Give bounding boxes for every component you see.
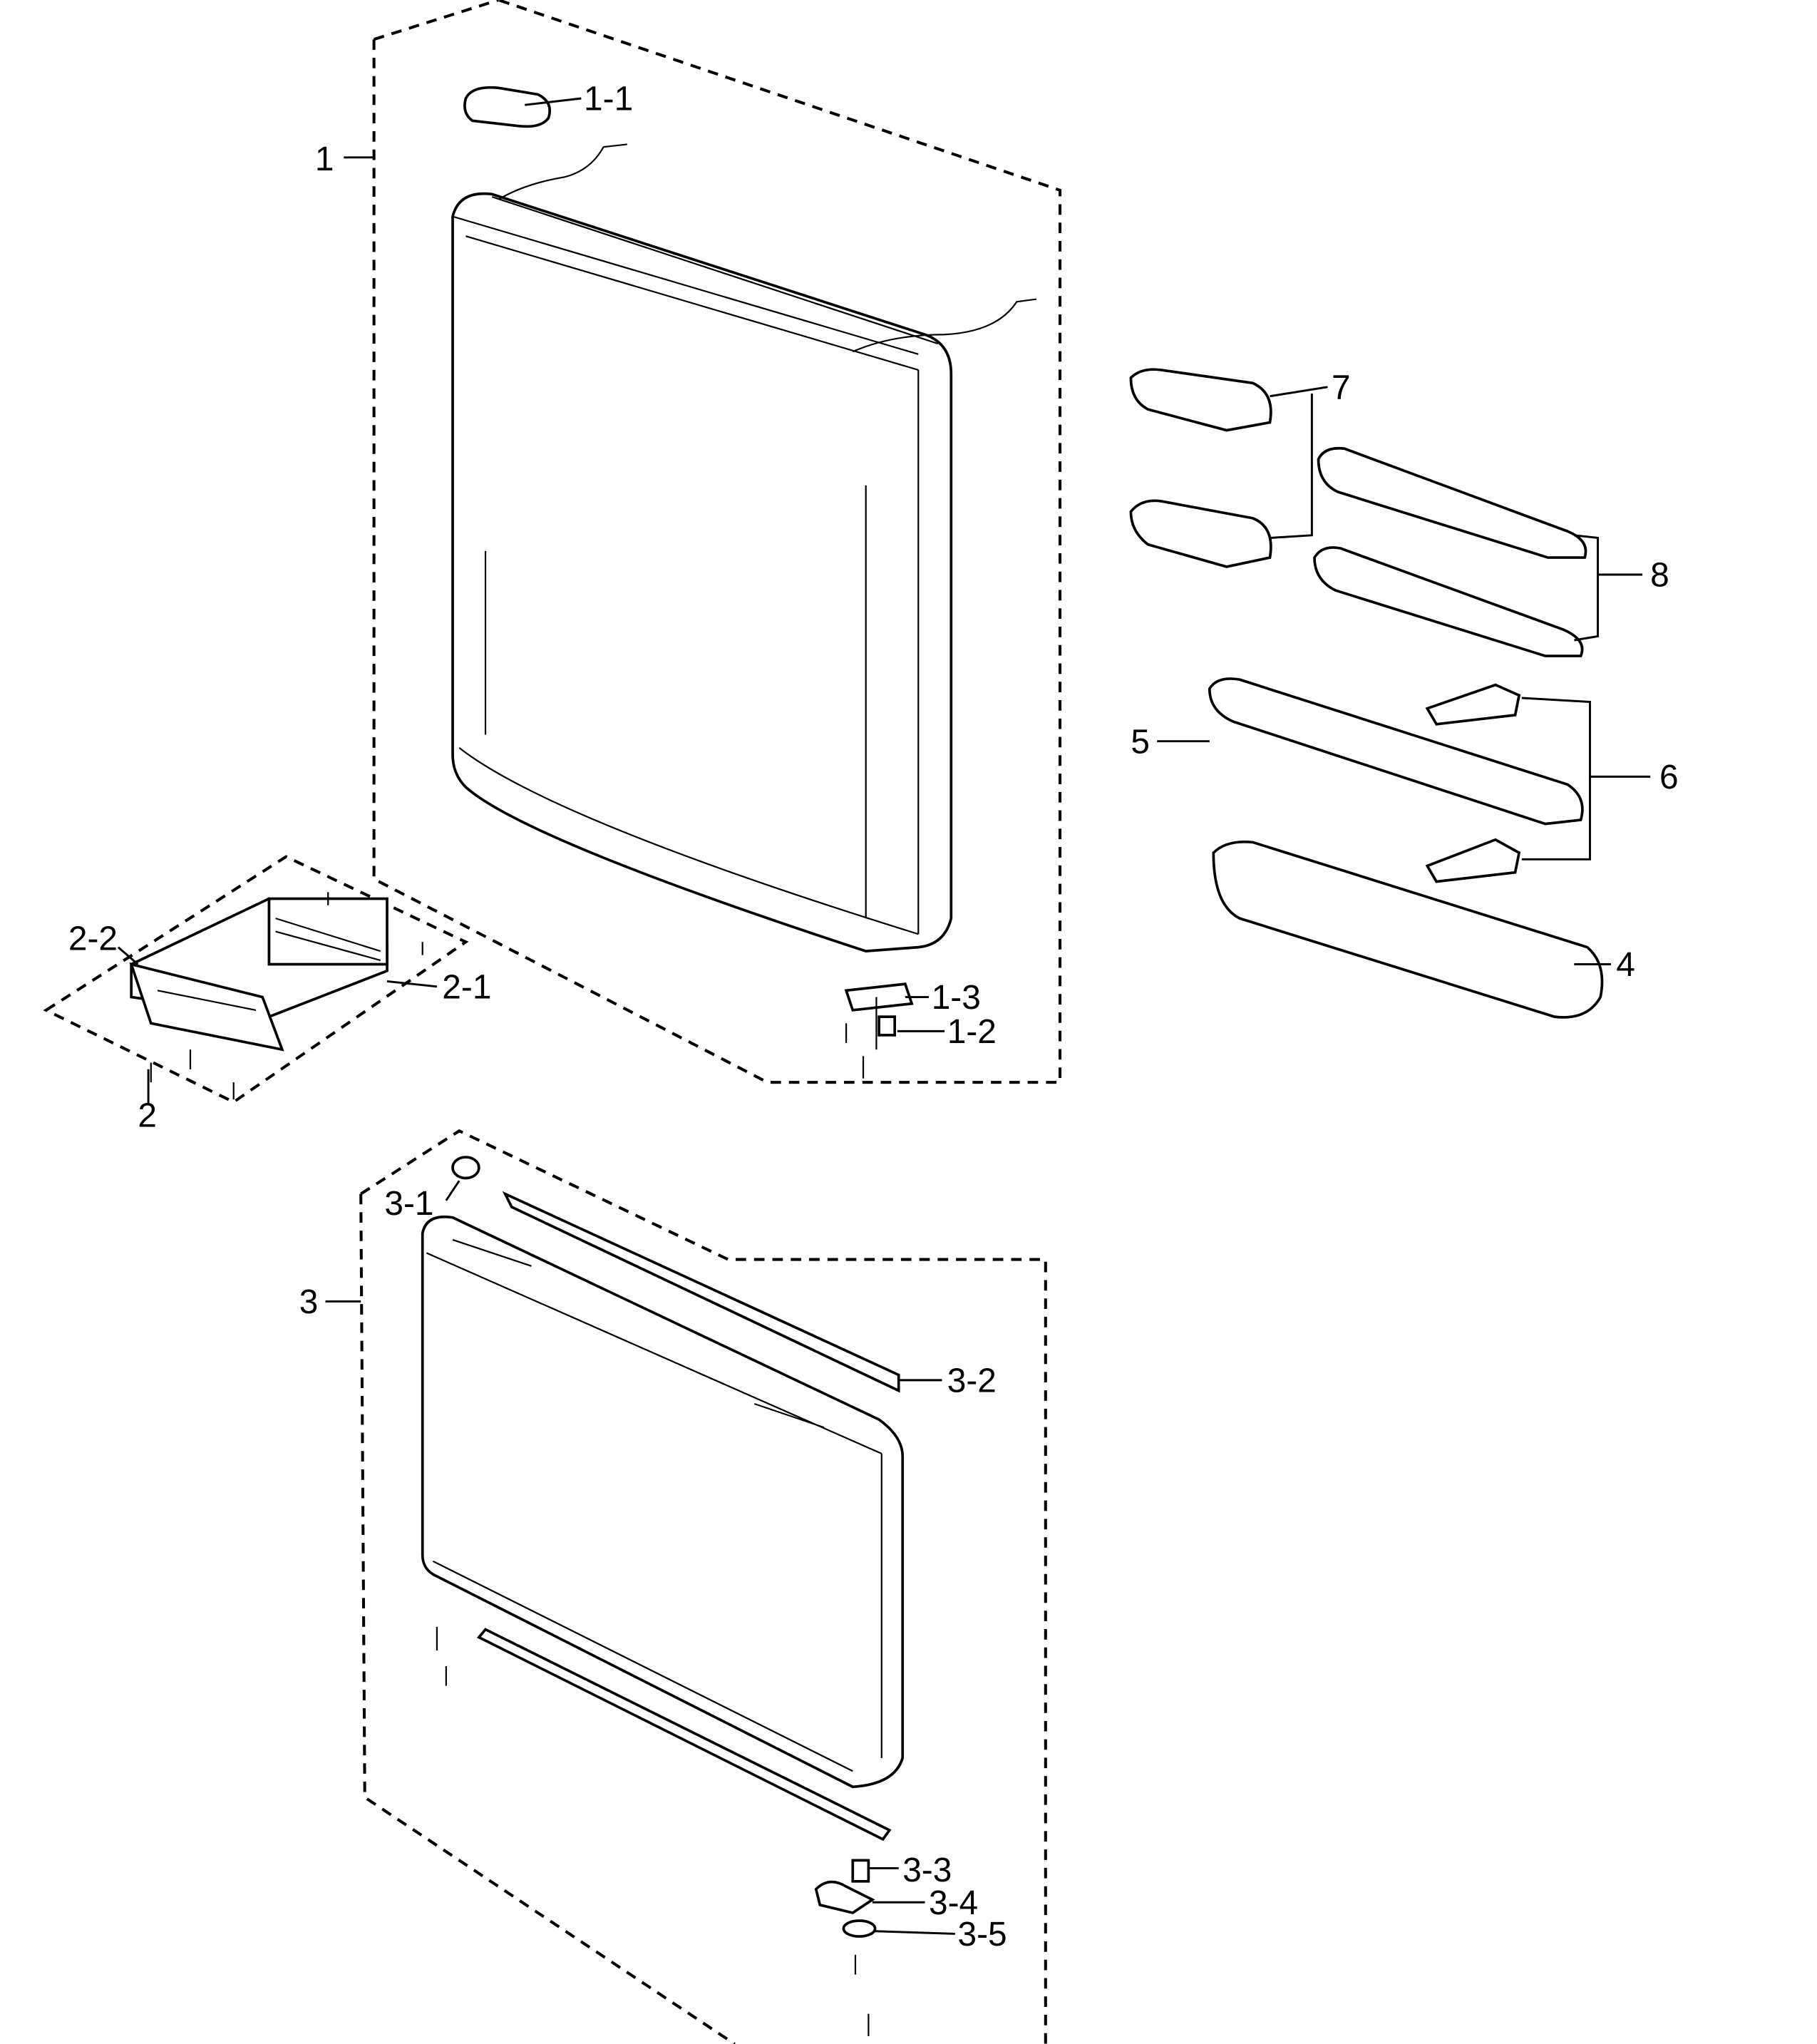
label-3: 3 <box>299 1283 319 1321</box>
assembly-2-boundary <box>43 855 469 1104</box>
label-1-2: 1-2 <box>947 1013 997 1051</box>
leader-lines <box>117 97 1651 1935</box>
label-3-1: 3-1 <box>384 1185 433 1223</box>
door-bin-7-bottom <box>1129 499 1272 568</box>
label-1: 1 <box>315 140 334 178</box>
washer-3-5 <box>842 1919 877 1938</box>
hinge-1-3 <box>844 982 914 1012</box>
label-6: 6 <box>1659 759 1679 796</box>
label-3-5: 3-5 <box>958 1916 1007 1953</box>
cap-3-1 <box>451 1156 480 1180</box>
bin-support-6-bottom <box>1425 838 1521 883</box>
label-4: 4 <box>1616 946 1635 984</box>
label-3-3: 3-3 <box>902 1852 952 1889</box>
label-2-1: 2-1 <box>442 968 491 1006</box>
label-2-2: 2-2 <box>68 920 118 957</box>
door-bin-4 <box>1212 840 1604 1019</box>
lower-screws <box>436 1626 870 2036</box>
label-1-1: 1-1 <box>584 81 633 118</box>
hinge-pin-1-2 <box>877 1015 897 1037</box>
label-3-2: 3-2 <box>947 1362 997 1400</box>
wire-harness <box>498 143 1037 353</box>
label-2: 2 <box>138 1097 157 1135</box>
screws <box>845 997 877 1079</box>
hinge-pin-3-3 <box>851 1859 870 1883</box>
assembly-3-boundary <box>359 1129 1047 2044</box>
door-strip <box>476 1628 892 1842</box>
label-7: 7 <box>1332 369 1351 406</box>
label-5: 5 <box>1131 723 1150 761</box>
label-3-4: 3-4 <box>929 1884 978 1922</box>
door-bin-8-bottom <box>1313 546 1584 657</box>
hinge-cover-1-1 <box>463 86 552 128</box>
door-gasket-3-2 <box>502 1191 900 1393</box>
upper-door <box>451 192 953 952</box>
label-1-3: 1-3 <box>932 979 981 1017</box>
door-bin-5 <box>1208 677 1584 826</box>
assembly-1-boundary <box>372 0 1062 1084</box>
bin-support-6-top <box>1425 683 1521 726</box>
lower-door <box>421 1215 905 1789</box>
door-bin-8-top <box>1317 446 1587 559</box>
label-8: 8 <box>1650 557 1669 595</box>
door-bin-7-top <box>1129 368 1272 432</box>
door-handle-module <box>129 892 423 1100</box>
hinge-3-4 <box>814 1880 875 1914</box>
